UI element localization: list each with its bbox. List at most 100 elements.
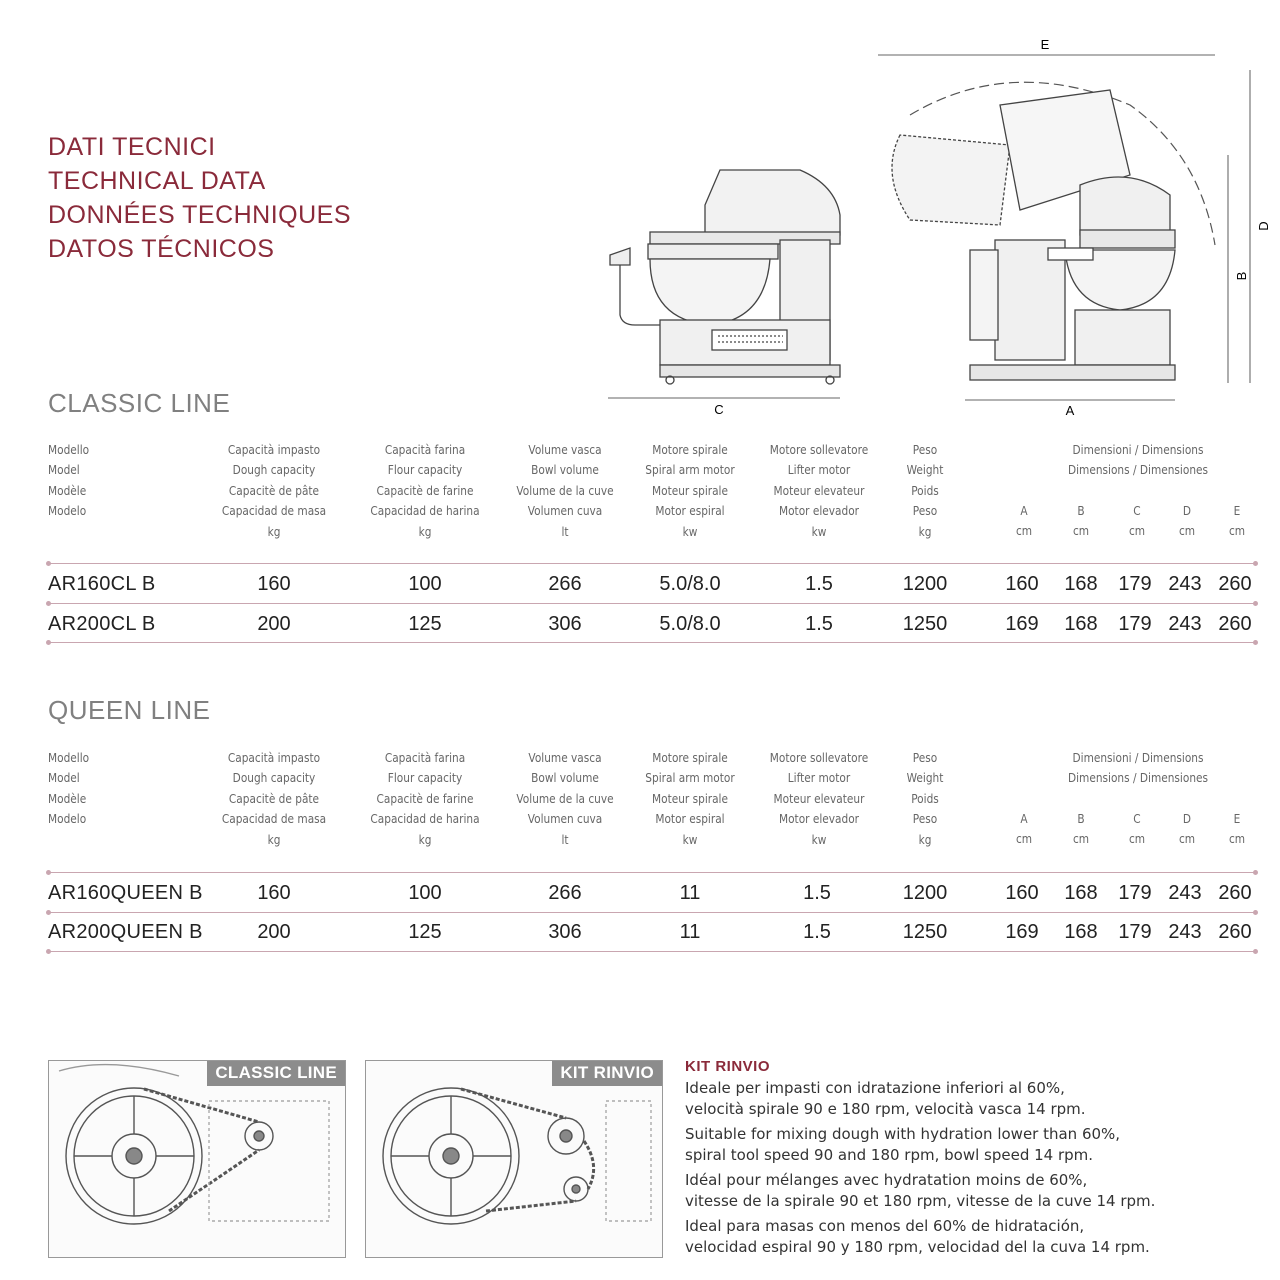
model-name: AR200QUEEN B [48,921,203,943]
cell-dim-e: 260 [1218,573,1252,595]
section-title-classic: CLASSIC LINE [48,388,231,418]
cell-dim-c: 179 [1118,921,1152,943]
kit-para-en: Suitable for mixing dough with hydration… [685,1125,1121,1164]
cell-spiral: 5.0/8.0 [659,573,721,595]
kit-para-fr: Idéal pour mélanges avec hydratation moi… [685,1171,1156,1210]
cell-dim-c: 179 [1118,613,1152,635]
classic-line-pulley-image: CLASSIC LINE [48,1060,346,1258]
cell-lifter: 1.5 [803,882,831,904]
dim-label-a: A [1066,403,1075,418]
table-rule [46,910,1258,915]
table-rule [46,949,1258,954]
dim-label-e: E [1041,37,1050,52]
cell-dim-e: 260 [1218,882,1252,904]
cell-bowl: 306 [548,921,582,943]
cell-spiral: 5.0/8.0 [659,613,721,635]
pulley-drawing [382,1087,652,1225]
classic-line-tag: CLASSIC LINE [207,1061,345,1086]
cell-dim-d: 243 [1168,921,1202,943]
kit-title: KIT RINVIO [685,1058,771,1075]
cell-spiral: 11 [679,882,701,904]
cell-flour: 100 [408,882,442,904]
cell-dough: 160 [257,882,291,904]
cell-dim-a: 160 [1005,882,1039,904]
machine-side-drawing: C [608,169,841,417]
cell-flour: 125 [408,921,442,943]
cell-spiral: 11 [679,921,701,943]
dim-label-d: D [1256,221,1270,230]
cell-dim-d: 243 [1168,882,1202,904]
cell-dim-e: 260 [1218,613,1252,635]
cell-dim-b: 168 [1064,573,1098,595]
kit-para-it: Ideale per impasti con idratazione infer… [685,1079,1086,1118]
table-rule [46,561,1258,566]
table-rule [46,640,1258,645]
dim-label-c: C [714,402,723,417]
model-name: AR160CL B [48,573,156,595]
cell-bowl: 266 [548,882,582,904]
cell-flour: 100 [408,573,442,595]
kit-rinvio-tag: KIT RINVIO [552,1061,662,1086]
title-fr: DONNÉES TECHNIQUES [48,201,352,229]
machine-front-drawing: E A B D [878,37,1270,418]
cell-dough: 200 [257,921,291,943]
cell-dim-a: 160 [1005,573,1039,595]
cell-weight: 1250 [902,921,948,943]
kit-rinvio-description: KIT RINVIO Ideale per impasti con idrata… [685,1058,1265,1262]
cell-dim-b: 168 [1064,921,1098,943]
section-title-queen: QUEEN LINE [48,695,211,725]
cell-weight: 1200 [902,882,948,904]
model-name: AR200CL B [48,613,156,635]
title-en: TECHNICAL DATA [48,167,266,195]
dim-label-b: B [1234,272,1249,281]
cell-dim-a: 169 [1005,613,1039,635]
table-rule [46,870,1258,875]
kit-para-es: Ideal para masas con menos del 60% de hi… [685,1217,1150,1256]
kit-rinvio-pulley-image: KIT RINVIO [365,1060,663,1258]
cell-lifter: 1.5 [805,613,833,635]
cell-dim-a: 169 [1005,921,1039,943]
cell-dim-d: 243 [1168,613,1202,635]
page-title-block: DATI TECNICI TECHNICAL DATA DONNÉES TECH… [48,130,351,266]
cell-bowl: 306 [548,613,582,635]
cell-dim-e: 260 [1218,921,1252,943]
cell-lifter: 1.5 [805,573,833,595]
cell-flour: 125 [408,613,442,635]
cell-dim-d: 243 [1168,573,1202,595]
cell-lifter: 1.5 [803,921,831,943]
cell-bowl: 266 [548,573,582,595]
title-es: DATOS TÉCNICOS [48,235,275,263]
cell-dim-b: 168 [1064,882,1098,904]
cell-dim-c: 179 [1118,573,1152,595]
cell-weight: 1250 [902,613,948,635]
pulley-drawing [58,1063,330,1225]
kit-paragraphs: Ideale per impasti con idratazione infer… [685,1078,1265,1258]
cell-dough: 200 [257,613,291,635]
title-it: DATI TECNICI [48,133,216,161]
cell-dim-c: 179 [1118,882,1152,904]
